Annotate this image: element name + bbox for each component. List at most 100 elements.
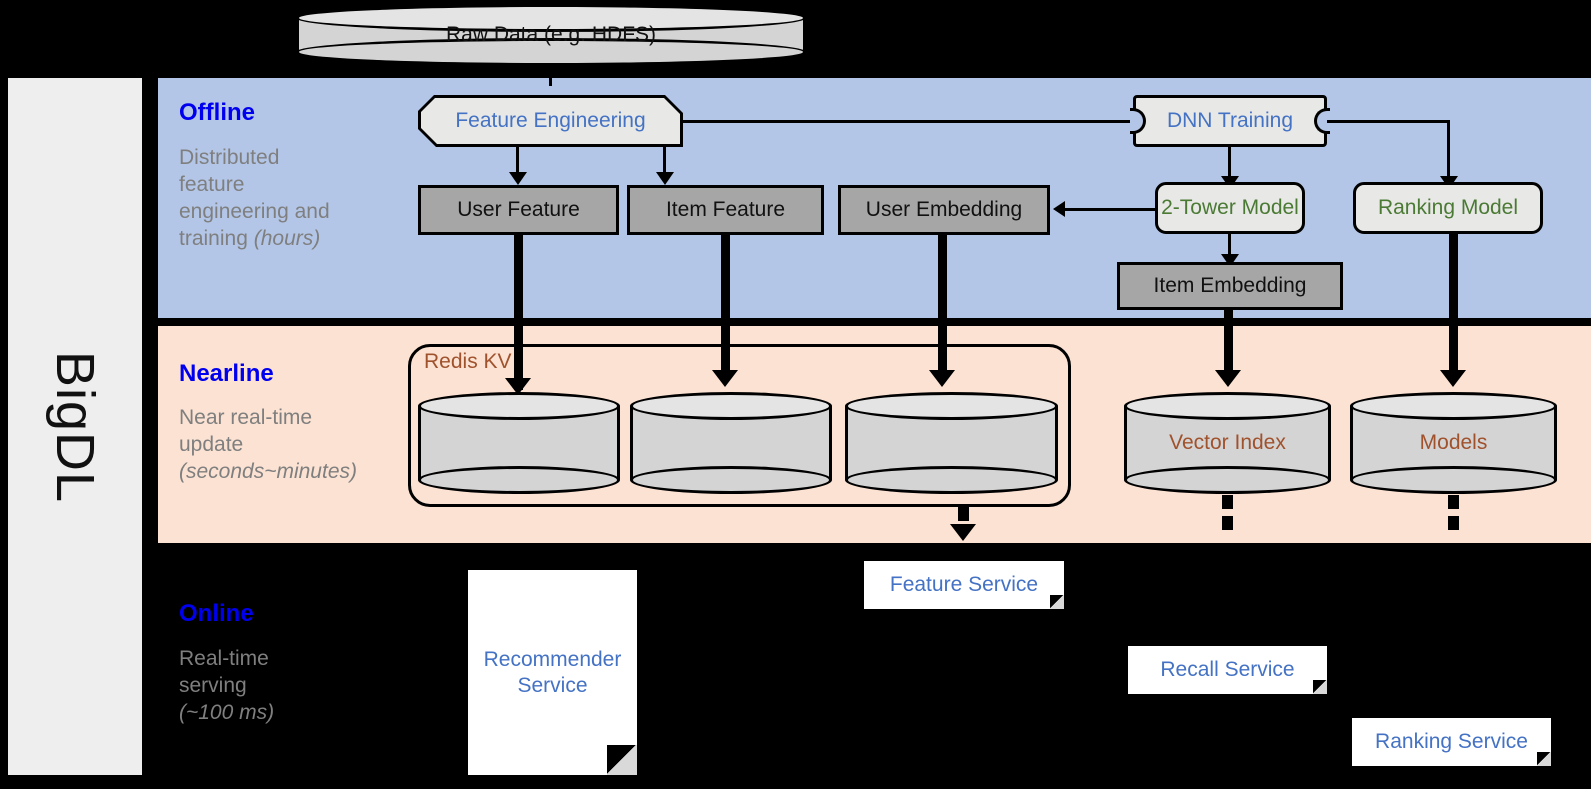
- connector-dnn-2tower: [1228, 147, 1231, 179]
- store-item-feature[interactable]: [630, 392, 832, 494]
- cylinder-bottom: [630, 466, 832, 494]
- store-models[interactable]: Models: [1350, 392, 1557, 494]
- arrowhead-rankingmodel-models: [1440, 370, 1466, 387]
- pipe-userfeature-store: [514, 235, 523, 390]
- band-desc-nearline: Near real-time update (seconds~minutes): [179, 405, 394, 486]
- node-2-tower-model[interactable]: 2-Tower Model: [1155, 182, 1305, 234]
- connector-dnn-ranking-v: [1447, 120, 1450, 180]
- page-fold-icon: [1537, 752, 1551, 766]
- node-feature-service[interactable]: Feature Service: [864, 561, 1064, 609]
- user-feature-label: User Feature: [457, 198, 580, 222]
- connector-fe-userfeature: [516, 147, 519, 173]
- dash-models-ranking-2: [1448, 516, 1459, 530]
- band-desc-offline: Distributed feature engineering and trai…: [179, 145, 394, 253]
- cylinder-top: [1124, 392, 1331, 420]
- cylinder-bottom: [418, 466, 620, 494]
- band-title-offline: Offline: [179, 99, 255, 126]
- dash-models-ranking-1: [1448, 495, 1459, 509]
- models-label: Models: [1419, 431, 1488, 454]
- two-tower-model-label: 2-Tower Model: [1161, 196, 1299, 220]
- nearline-desc-italic: (seconds~minutes): [179, 459, 357, 483]
- offline-desc-italic: (hours): [253, 226, 321, 250]
- redis-kv-label: Redis KV: [424, 350, 512, 373]
- arrowhead-itemfeature-store: [712, 370, 738, 387]
- arrowhead-fe-itemfeature: [656, 172, 674, 185]
- item-feature-label: Item Feature: [665, 198, 786, 222]
- node-user-feature[interactable]: User Feature: [418, 185, 619, 235]
- node-item-feature[interactable]: Item Feature: [627, 185, 824, 235]
- offline-desc-l3: engineering and: [179, 199, 330, 223]
- node-user-embedding[interactable]: User Embedding: [838, 185, 1050, 235]
- node-ranking-service[interactable]: Ranking Service: [1352, 718, 1551, 766]
- nearline-desc-l2: update: [179, 432, 244, 456]
- store-vector-index[interactable]: Vector Index: [1124, 392, 1331, 494]
- sidebar-label: BigDL: [45, 350, 105, 503]
- recommender-service-line1: Recommender: [483, 648, 622, 672]
- pipe-itemfeature-store: [721, 235, 730, 380]
- arrowhead-itemembedding-vectorindex: [1215, 370, 1241, 387]
- connector-2tower-userembedding: [1065, 208, 1157, 211]
- node-recall-service[interactable]: Recall Service: [1128, 646, 1327, 694]
- arrowhead-userfeature-store: [505, 378, 531, 395]
- page-fold-icon: [607, 745, 637, 775]
- node-dnn-training[interactable]: DNN Training: [1130, 95, 1330, 147]
- cylinder-top: [418, 392, 620, 420]
- online-desc-l1: Real-time: [179, 647, 269, 670]
- store-user-embedding[interactable]: [845, 392, 1058, 494]
- pipe-itemembedding-vectorindex: [1224, 310, 1233, 380]
- cylinder-bottom: [845, 466, 1058, 494]
- node-ranking-model[interactable]: Ranking Model: [1353, 182, 1543, 234]
- cylinder-top: [1350, 392, 1557, 420]
- connector-fe-itemfeature: [663, 147, 666, 173]
- connector-fe-dnn: [683, 120, 1133, 123]
- online-desc-italic: (~100 ms): [179, 700, 275, 724]
- page-fold-icon: [1050, 595, 1064, 609]
- online-desc-l2: serving: [179, 673, 247, 697]
- cylinder-top: [296, 4, 806, 32]
- band-desc-online: Real-time serving (~100 ms): [179, 646, 394, 727]
- connector-dnn-ranking-h: [1327, 120, 1450, 123]
- node-item-embedding[interactable]: Item Embedding: [1117, 262, 1343, 310]
- vector-index-label: Vector Index: [1169, 431, 1286, 454]
- cylinder-bottom: [1124, 466, 1331, 494]
- connector-2tower-itememb: [1228, 234, 1231, 262]
- store-user-feature[interactable]: [418, 392, 620, 494]
- page-fold-icon: [1313, 680, 1327, 694]
- arrowhead-2tower-userembedding: [1053, 201, 1065, 217]
- dnn-training-label: DNN Training: [1166, 109, 1294, 132]
- band-title-nearline: Nearline: [179, 360, 274, 387]
- item-embedding-label: Item Embedding: [1153, 274, 1307, 298]
- dnn-training-fill: [1133, 95, 1327, 147]
- offline-desc-l1: Distributed: [179, 146, 280, 169]
- arrowhead-userembedding-store: [929, 370, 955, 387]
- offline-desc-l2: feature: [179, 172, 245, 196]
- recommender-service-line2: Service: [517, 673, 588, 697]
- raw-data-cylinder: Raw Data (e.g. HDFS): [296, 4, 806, 66]
- dnn-training-notch-left: [1130, 108, 1146, 134]
- ranking-model-label: Ranking Model: [1377, 196, 1519, 220]
- pipe-rankingmodel-models: [1449, 234, 1458, 380]
- cylinder-bottom: [1350, 466, 1557, 494]
- ranking-service-label: Ranking Service: [1375, 730, 1528, 754]
- node-feature-engineering[interactable]: Feature Engineering: [418, 95, 683, 147]
- pipe-userembedding-store: [938, 235, 947, 380]
- feature-engineering-label: Feature Engineering: [421, 98, 680, 144]
- arrowhead-redis-featureservice: [950, 524, 976, 541]
- band-title-online: Online: [179, 600, 254, 627]
- nearline-desc-l1: Near real-time: [179, 406, 313, 429]
- feature-service-label: Feature Service: [889, 573, 1039, 597]
- raw-data-label: Raw Data (e.g. HDFS): [445, 23, 657, 46]
- group-redis-kv: [408, 344, 1071, 507]
- offline-desc-l4: training: [179, 226, 254, 250]
- node-recommender-service[interactable]: Recommender Service: [468, 570, 637, 775]
- dnn-training-notch-right: [1314, 108, 1330, 134]
- dash-vectorindex-recall-1: [1222, 495, 1233, 509]
- cylinder-top: [845, 392, 1058, 420]
- dash-vectorindex-recall-2: [1222, 516, 1233, 530]
- cylinder-top: [630, 392, 832, 420]
- arrowhead-fe-userfeature: [509, 172, 527, 185]
- recall-service-label: Recall Service: [1160, 658, 1295, 682]
- user-embedding-label: User Embedding: [865, 198, 1023, 222]
- dash-redis-featureservice-1: [958, 507, 969, 521]
